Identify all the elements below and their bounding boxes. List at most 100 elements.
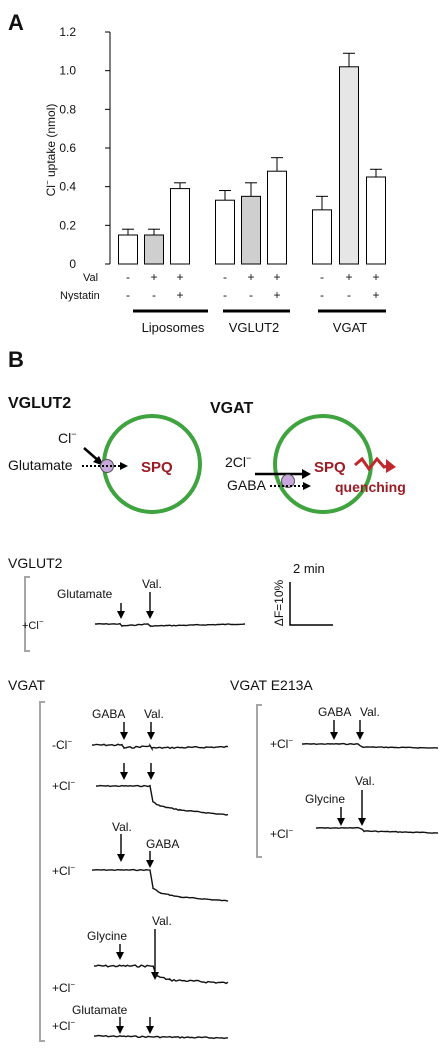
vgat-row4-condition: +Cl− [52, 980, 75, 995]
val-addition-arrow-head [151, 972, 159, 980]
val-sign: + [247, 270, 254, 284]
bar [118, 234, 138, 265]
vgat-gaba-arrowhead [303, 482, 311, 490]
bar [267, 170, 287, 265]
e213a-glycine-marker-label: Glycine [305, 792, 345, 806]
val-addition-arrow-head [146, 1026, 154, 1034]
y-tick-label: 0.8 [59, 102, 76, 116]
gaba-addition-arrow-head [330, 732, 338, 740]
vgat-cl-arrowhead [302, 469, 311, 479]
val-sign: - [126, 270, 130, 284]
val-addition-arrow-head [146, 611, 154, 619]
val-signs: -++-++-++ [126, 270, 380, 284]
bar [170, 188, 190, 265]
nystatin-sign: - [320, 288, 324, 302]
vgat-gaba-marker-label: GABA [92, 707, 125, 721]
vgat-gaba-marker-label: GABA [146, 837, 179, 851]
y-tick-label: 1.2 [59, 25, 76, 39]
fluorescence-trace [302, 742, 439, 749]
vglut2-schematic-title: VGLUT2 [8, 395, 71, 412]
bar [215, 199, 235, 265]
nystatin-sign: - [249, 288, 253, 302]
quenching-label: quenching [335, 479, 406, 495]
vgat-transporter [281, 474, 295, 488]
glycine-addition-arrow-head [337, 818, 345, 826]
y-axis-ticks: 0 0.2 0.4 0.6 0.8 1.0 1.2 [59, 25, 110, 271]
group-label-vgat: VGAT [333, 320, 367, 335]
scale-f-label: ΔF=10% [272, 579, 286, 626]
vgat-row5-condition: +Cl− [52, 1018, 75, 1033]
val-addition-arrow-head [147, 772, 155, 780]
val-row-label: Val [83, 272, 98, 284]
y-tick-label: 0.6 [59, 141, 76, 155]
vgat-val-marker-label: Val. [152, 914, 172, 928]
val-addition-arrow-head [117, 854, 125, 862]
vgat-row3-condition: +Cl− [52, 863, 75, 878]
vglut2-cl-label: Cl− [58, 429, 77, 446]
y-tick-label: 1.0 [59, 64, 76, 78]
e213a-trace-bracket [256, 704, 262, 858]
vgat-glycine-marker-label: Glycine [87, 929, 127, 943]
bar [366, 176, 386, 265]
e213a-row1-condition: +Cl− [270, 736, 293, 751]
e213a-val-marker-label: Val. [360, 705, 380, 719]
y-tick-label: 0.2 [59, 218, 76, 232]
e213a-gaba-marker-label: GABA [318, 705, 351, 719]
nystatin-sign: - [126, 288, 130, 302]
val-sign: + [372, 270, 379, 284]
scale-time-label: 2 min [293, 561, 325, 576]
bars [118, 52, 386, 265]
vgat-trace-bracket [39, 701, 45, 1042]
y-tick-label: 0 [69, 257, 76, 271]
nystatin-sign: + [372, 288, 379, 302]
nystatin-signs: --+--+--+ [126, 288, 380, 302]
vgat-val-marker-label: Val. [144, 707, 164, 721]
val-sign: + [150, 270, 157, 284]
val-sign: + [273, 270, 280, 284]
vgat-vesicle [273, 414, 373, 514]
vgat-2cl-label: 2Cl− [225, 453, 251, 470]
vgat-glutamate-marker-label: Glutamate [72, 1003, 128, 1017]
fluorescence-trace [93, 1034, 228, 1040]
vgat-gaba-label: GABA [227, 477, 267, 493]
val-addition-arrow-head [147, 732, 155, 740]
group-label-vglut2: VGLUT2 [229, 320, 280, 335]
glutamate-addition-arrow-head [117, 611, 125, 619]
vglut2-trace-bracket [24, 576, 30, 652]
vgat-trace-title: VGAT [8, 677, 46, 693]
quenching-arrowhead [386, 459, 396, 473]
vgat-val-marker-label: Val. [112, 820, 132, 834]
panel-b-letter: B [8, 347, 24, 372]
val-addition-arrow-head [356, 732, 364, 740]
vgat-traces [91, 722, 229, 1040]
vglut2-glutamate-marker-label: Glutamate [57, 587, 113, 601]
e213a-traces [302, 720, 439, 834]
fluorescence-trace [316, 826, 439, 834]
e213a-val-marker-label: Val. [355, 774, 375, 788]
glycine-addition-arrow-head [116, 952, 124, 960]
nystatin-sign: + [273, 288, 280, 302]
vgat-row2-condition: +Cl− [52, 778, 75, 793]
vglut2-trace [95, 592, 246, 628]
vglut2-trace-condition: +Cl− [22, 617, 44, 632]
gaba-addition-arrow-head [146, 860, 154, 868]
fluorescence-trace [93, 964, 229, 985]
fluorescence-trace [91, 868, 229, 902]
fluorescence-trace [95, 622, 246, 628]
val-sign: + [176, 270, 183, 284]
nystatin-sign: - [347, 288, 351, 302]
vglut2-spq-label: SPQ [141, 459, 173, 476]
scale-bar [289, 582, 333, 626]
quenching-zigzag-arrow [354, 456, 391, 472]
glutamate-addition-arrow-head [116, 1026, 124, 1034]
val-sign: - [320, 270, 324, 284]
e213a-trace-title: VGAT E213A [230, 677, 313, 693]
y-tick-label: 0.4 [59, 180, 76, 194]
gaba-addition-arrow-head [120, 772, 128, 780]
val-sign: + [345, 270, 352, 284]
fluorescence-trace [91, 742, 229, 752]
vglut2-glutamate-arrowhead [120, 462, 128, 470]
